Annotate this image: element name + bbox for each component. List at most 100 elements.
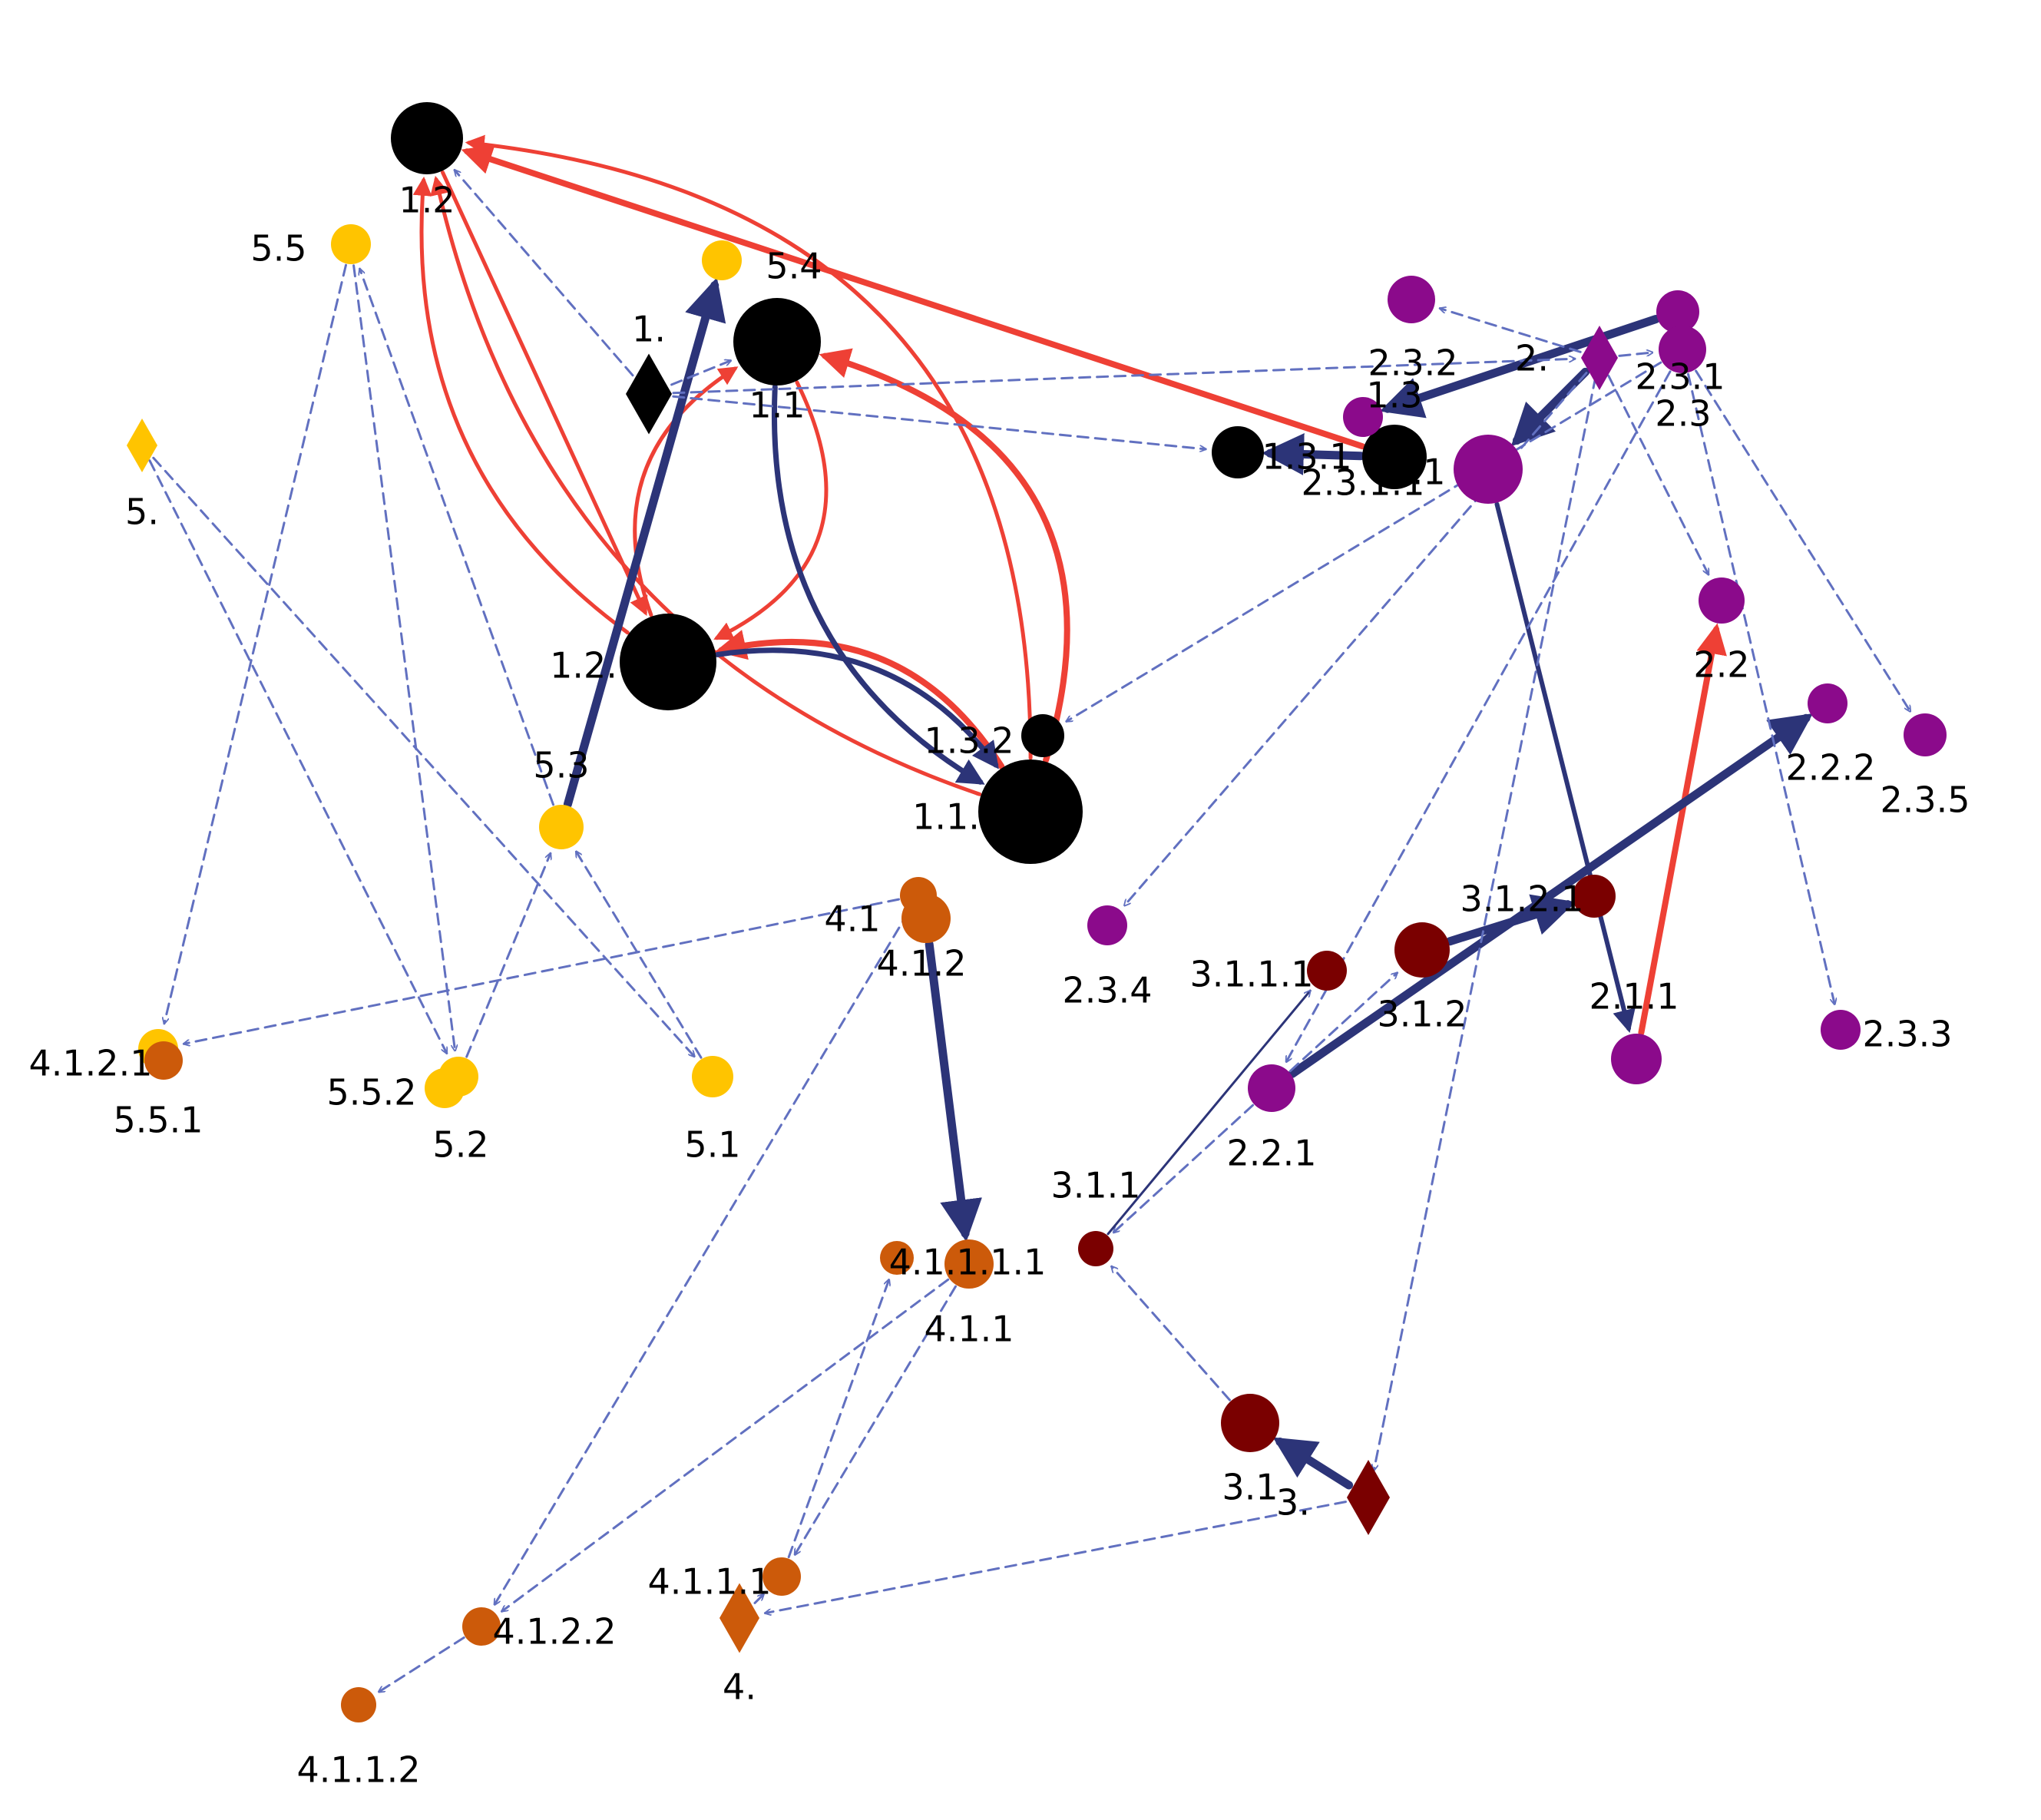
nodes-layer	[127, 102, 1947, 1722]
edge-1--to-1-2	[455, 170, 634, 377]
node-label-4-: 4.	[723, 1666, 756, 1708]
edge-1--to-1-1	[670, 361, 731, 386]
edge-3--to-3-1	[1272, 1437, 1354, 1490]
node-2-2-1	[1248, 1064, 1295, 1112]
node-label-2-3-4: 2.3.4	[1062, 970, 1152, 1011]
node-1-3	[1362, 425, 1427, 489]
edge-2--to-2-3-2	[1440, 309, 1582, 353]
node-label-2-2: 2.2	[1693, 644, 1749, 686]
edge-2--to-2-3	[1618, 352, 1654, 357]
node-label-4-1-2: 4.1.2	[876, 943, 966, 984]
edge-5-1-to-5-3	[576, 852, 703, 1059]
node-label-4-1-2-1: 4.1.2.1	[29, 1043, 153, 1084]
node-5-1	[692, 1056, 733, 1097]
edge-2--to-3-	[1374, 376, 1597, 1471]
node-label-2-: 2.	[1515, 338, 1549, 379]
edge-2-2-1-to-3-1-2	[1288, 973, 1397, 1073]
node-2-3	[1659, 326, 1706, 373]
node-4-1-2	[901, 894, 951, 943]
edge-2--to-2-3-4	[1124, 372, 1588, 906]
node-5-4	[702, 240, 742, 280]
node-label-1-3-1: 1.3.1	[1262, 436, 1351, 478]
node-5-3	[539, 805, 584, 849]
edge-2-3-to-2-3-3	[1687, 372, 1835, 1004]
edge-1-1--to-1-1	[819, 348, 1070, 763]
node-2-2	[1699, 577, 1745, 624]
edge-3-1-2-to-3-1-2-1	[1445, 894, 1576, 946]
edge-3--to-4-	[765, 1501, 1347, 1613]
edge-4-1-to-4-1-2-1	[184, 898, 900, 1044]
node-3-1-2-1	[1573, 875, 1616, 918]
node-label-4-1-1-1-1: 4.1.1.1.1	[889, 1242, 1047, 1283]
node-label-5-5-2: 5.5.2	[326, 1072, 416, 1114]
edge-2-3-1-to-2-3-1-1	[1379, 315, 1660, 419]
node-3-1-2	[1394, 922, 1450, 978]
edge-4-1-1-to-4-1-1-1	[793, 1285, 957, 1555]
node-label-1-3: 1.3	[1366, 375, 1422, 416]
node-2-3-1	[1656, 290, 1699, 333]
node-2-3-2	[1388, 276, 1435, 323]
node-label-3-1-1-1: 3.1.1.1	[1190, 954, 1314, 995]
edge-2-1-to-2-1-1	[1494, 501, 1636, 1034]
node-label-2-3-1: 2.3.1	[1635, 356, 1725, 398]
node-label-4-1-1-1: 4.1.1.1	[648, 1561, 772, 1603]
node-label-2-2-1: 2.2.1	[1226, 1133, 1316, 1174]
node-1-2-	[620, 614, 716, 710]
edge-2-1-1-to-2-2	[1638, 623, 1727, 1036]
node-2-3-4	[1087, 905, 1127, 945]
node-label-3-1-2-1: 3.1.2.1	[1460, 879, 1584, 920]
edge-1-2--to-1-1	[633, 366, 739, 617]
edge-2--to-2-1	[1510, 367, 1590, 447]
edge-2-3-to-2-3-5	[1695, 369, 1910, 712]
node-5-	[127, 419, 157, 472]
node-1-1-	[978, 759, 1083, 864]
node-1-2	[391, 102, 463, 174]
node-1-3-2	[1021, 714, 1064, 757]
edge-1-2--to-1-2	[412, 176, 630, 635]
node-label-2-3: 2.3	[1655, 393, 1711, 435]
edge-1-2--to-1-1-	[714, 647, 999, 769]
edge-1--to-1-3-1	[672, 395, 1207, 449]
edge-2--to-2-2	[1607, 374, 1710, 574]
node-label-5-3: 5.3	[533, 745, 589, 786]
node-label-1-2: 1.2	[399, 180, 455, 221]
node-label-5-: 5.	[125, 491, 159, 533]
node-3-1	[1221, 1394, 1279, 1452]
node-label-2-2-2: 2.2.2	[1785, 747, 1875, 789]
edge-4-1-2-to-4-1-1	[925, 940, 982, 1243]
node-2-3-3	[1821, 1010, 1861, 1050]
node-2-1-1	[1611, 1034, 1662, 1084]
node-label-2-1: 2.1	[1389, 452, 1445, 493]
edge-5-5-2-to-5-3	[465, 853, 551, 1058]
edge-4-1-1-to-4-1-2-2	[502, 1278, 950, 1611]
node-1-3-1	[1212, 426, 1264, 478]
node-label-1-1: 1.1	[749, 385, 805, 426]
node-label-1-: 1.	[632, 309, 666, 350]
edge-1-1-to-1-2-	[713, 380, 829, 640]
node-label-1-2-: 1.2.	[550, 645, 617, 687]
edge-5-3-to-5-5	[360, 269, 554, 806]
node-4-1-1-1-1	[880, 1241, 914, 1275]
node-4-	[719, 1583, 759, 1653]
node-5-2	[425, 1068, 465, 1108]
node-label-2-3-2: 2.3.2	[1368, 342, 1457, 384]
edge-4--to-4-1-1-1	[753, 1594, 764, 1604]
node-4-1-1	[944, 1239, 994, 1289]
edge-3-1-1-to-3-1-1-1	[1107, 991, 1310, 1236]
node-label-4-1-1: 4.1.1	[924, 1309, 1014, 1350]
node-label-5-1: 5.1	[684, 1124, 740, 1166]
edge-3-1-to-3-1-1	[1112, 1266, 1231, 1401]
edge-5--to-5-1	[152, 456, 695, 1057]
node-4-1-1-2	[341, 1687, 376, 1722]
node-label-2-3-1-1: 2.3.1.1	[1302, 462, 1425, 504]
node-label-1-3-2: 1.3.2	[924, 720, 1014, 762]
edge-5-5-to-4-1-2-1	[164, 263, 347, 1024]
edge-5--to-5-5-2	[148, 459, 448, 1054]
node-label-2-1-1: 2.1.1	[1589, 976, 1679, 1018]
node-2-3-5	[1904, 713, 1947, 756]
edge-1-2-to-1-2-	[441, 170, 648, 617]
edge-1-3-to-1-2	[461, 144, 1366, 450]
edge-5-3-to-5-4	[563, 277, 726, 809]
